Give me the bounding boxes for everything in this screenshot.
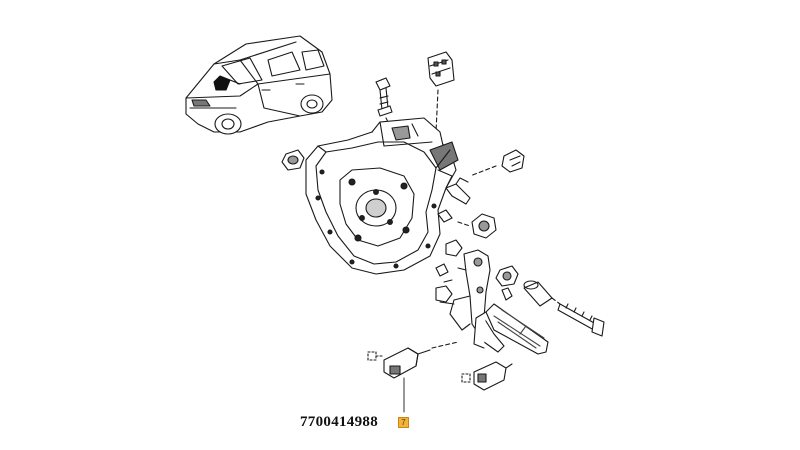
brake-light-switch (383, 341, 459, 379)
bushing-middle (435, 239, 463, 277)
bolt-right (469, 149, 525, 177)
pedal-switch (473, 361, 513, 391)
bushing-upper (437, 209, 497, 239)
connector-symbol-left (367, 351, 385, 361)
pedal-housing (305, 117, 459, 275)
pedal-lever (473, 303, 549, 355)
nut-left (281, 149, 305, 171)
clip-small (435, 279, 455, 305)
car-illustration (185, 35, 333, 135)
spacer-sleeve (523, 280, 561, 307)
bolt-top (375, 77, 393, 131)
retaining-clip (445, 177, 471, 205)
connector-block (427, 51, 455, 133)
connector-symbol-right (461, 373, 471, 383)
pedal-arm (449, 249, 505, 353)
pivot-bolt (557, 303, 605, 337)
part-number-label: 7700414988 (300, 414, 378, 430)
reference-marker-badge[interactable]: 7 (398, 417, 409, 428)
nut-lever (495, 265, 519, 301)
